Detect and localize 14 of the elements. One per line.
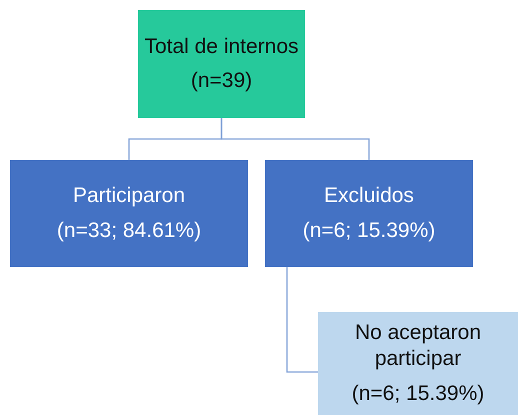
box-title: Total de internos	[144, 34, 299, 60]
box-count: (n=33; 84.61%)	[56, 218, 202, 244]
connector-line	[220, 118, 370, 160]
box-title: Excluidos	[324, 183, 414, 210]
box-count: (n=6; 15.39%)	[302, 218, 436, 244]
box-count: (n=6; 15.39%)	[352, 380, 484, 407]
connector-line	[286, 267, 318, 373]
box-title: Participaron	[72, 183, 186, 210]
box-count: (n=39)	[190, 68, 252, 94]
process-box	[10, 160, 248, 267]
process-box	[318, 312, 518, 415]
process-box	[265, 160, 473, 267]
process-box	[138, 10, 305, 118]
box-title: No aceptaron participar	[354, 320, 482, 372]
